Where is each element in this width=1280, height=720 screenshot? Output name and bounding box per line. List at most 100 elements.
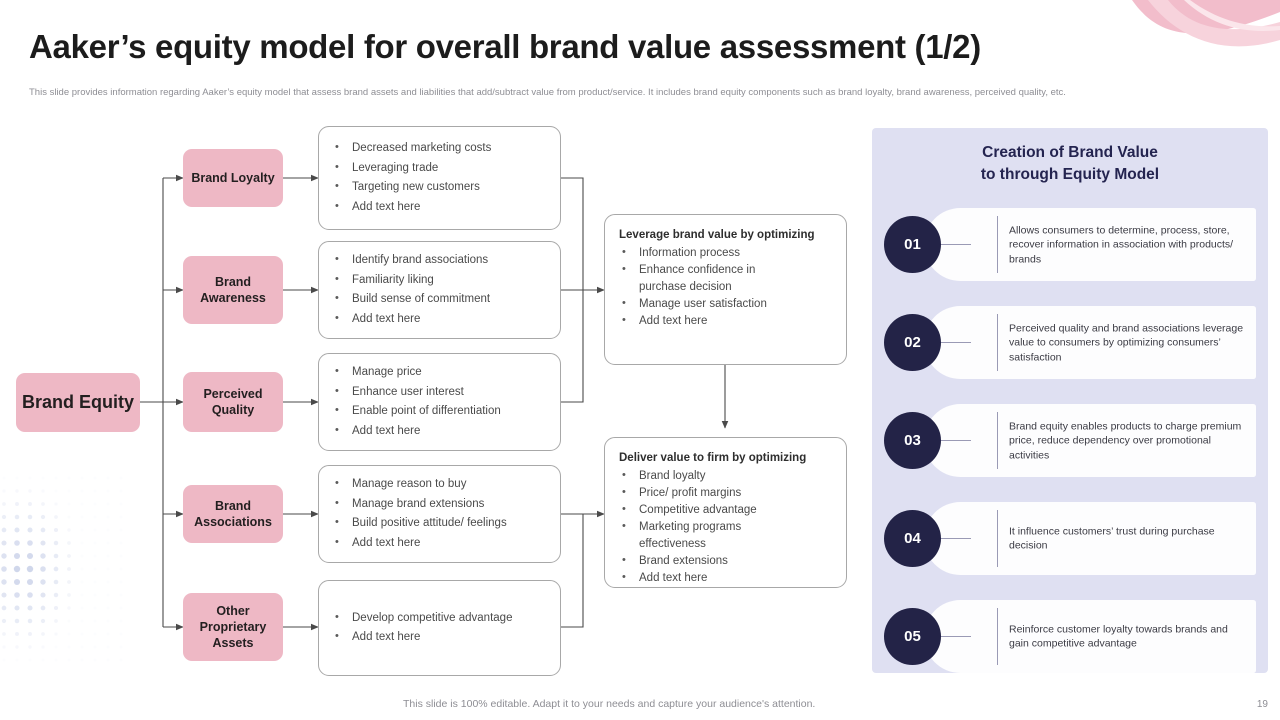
branch-detail-box: Decreased marketing costsLeveraging trad… [318, 126, 561, 230]
branch-detail-list: Decreased marketing costsLeveraging trad… [333, 138, 546, 218]
decorative-dot-grid [0, 470, 130, 685]
branch-pill-brand-loyalty[interactable]: Brand Loyalty [183, 149, 283, 207]
branch-pill-label: Perceived Quality [203, 387, 263, 417]
panel-item-text: Brand equity enables products to charge … [1009, 419, 1242, 461]
panel-item-card: It influence customers’ trust during pur… [924, 502, 1256, 575]
branch-detail-box: Develop competitive advantageAdd text he… [318, 580, 561, 676]
list-item: Manage price [333, 362, 546, 383]
branch-detail-list: Identify brand associationsFamiliarity l… [333, 250, 546, 330]
branch-detail-list: Manage priceEnhance user interestEnable … [333, 362, 546, 442]
branch-detail-box: Manage reason to buyManage brand extensi… [318, 465, 561, 563]
outcome-title: Leverage brand value by optimizing [619, 229, 815, 241]
branch-pill-label: Brand Awareness [200, 275, 266, 305]
list-item: Enhance user interest [333, 382, 546, 403]
panel-item-row[interactable]: Allows consumers to determine, process, … [884, 208, 1256, 281]
list-item-text: Add text here [639, 571, 708, 584]
panel-item-text: Perceived quality and brand associations… [1009, 321, 1244, 363]
list-item-text: Marketing programs [639, 520, 742, 533]
list-item: Manage brand extensions [333, 494, 546, 515]
list-item-text: Brand extensions [639, 554, 728, 567]
list-item-text: Price/ profit margins [639, 486, 742, 499]
panel-item-text: Reinforce customer loyalty towards brand… [1009, 623, 1228, 650]
page-title: Aaker’s equity model for overall brand v… [29, 28, 981, 65]
outcome-box-2: Deliver value to firm by optimizingBrand… [604, 437, 847, 588]
branch-pill-label: Brand Associations [194, 499, 272, 529]
list-item: Manage user satisfaction [619, 295, 832, 313]
outcome-box-1: Leverage brand value by optimizingInform… [604, 214, 847, 365]
list-item: Brand extensions [619, 552, 832, 570]
list-item-text: Enhance confidence in [639, 263, 756, 276]
panel-item-number-badge: 04 [884, 510, 941, 567]
outcome-title: Deliver value to firm by optimizing [619, 452, 807, 464]
panel-item-stem [936, 342, 971, 343]
branch-pill-brand-awareness[interactable]: Brand Awareness [183, 256, 283, 324]
panel-item-card: Allows consumers to determine, process, … [924, 208, 1256, 281]
list-item: Add text here [333, 309, 546, 330]
panel-item-divider [997, 608, 998, 665]
panel-title-line2: to through Equity Model [980, 166, 1160, 183]
list-item: Manage reason to buy [333, 474, 546, 495]
panel-item-number-badge: 05 [884, 608, 941, 665]
decorative-pink-blob [1080, 0, 1280, 72]
list-item-text: Manage user satisfaction [639, 297, 767, 310]
panel-item-number: 04 [904, 530, 921, 547]
panel-item-number-badge: 01 [884, 216, 941, 273]
outcome-list: Brand loyaltyPrice/ profit marginsCompet… [619, 467, 832, 587]
list-item: Enable point of differentiation [333, 401, 546, 422]
panel-item-row[interactable]: Perceived quality and brand associations… [884, 306, 1256, 379]
panel-item-card: Reinforce customer loyalty towards brand… [924, 600, 1256, 673]
panel-item-number: 02 [904, 334, 921, 351]
list-item: Decreased marketing costs [333, 138, 546, 159]
list-item: Add text here [333, 197, 546, 218]
list-item: Build positive attitude/ feelings [333, 513, 546, 534]
panel-item-number: 01 [904, 236, 921, 253]
panel-item-divider [997, 216, 998, 273]
list-item: Brand loyalty [619, 467, 832, 485]
branch-detail-box: Identify brand associationsFamiliarity l… [318, 241, 561, 339]
list-item: Develop competitive advantage [333, 608, 546, 629]
panel-item-divider [997, 510, 998, 567]
branch-detail-list: Manage reason to buyManage brand extensi… [333, 474, 546, 554]
list-item: Add text here [619, 312, 832, 330]
panel-title-line1: Creation of Brand Value [982, 144, 1158, 161]
list-item: Add text here [333, 627, 546, 648]
panel-item-number-badge: 02 [884, 314, 941, 371]
branch-pill-perceived-quality[interactable]: Perceived Quality [183, 372, 283, 432]
list-item: Identify brand associations [333, 250, 546, 271]
list-item: Add text here [333, 533, 546, 554]
footer-note: This slide is 100% editable. Adapt it to… [403, 698, 816, 710]
panel-item-card: Perceived quality and brand associations… [924, 306, 1256, 379]
panel-item-card: Brand equity enables products to charge … [924, 404, 1256, 477]
panel-item-row[interactable]: Reinforce customer loyalty towards brand… [884, 600, 1256, 673]
list-item-text: Brand loyalty [639, 469, 706, 482]
list-item: Add text here [333, 421, 546, 442]
list-item: Enhance confidence in purchase decision [619, 261, 832, 296]
list-item: Leveraging trade [333, 158, 546, 179]
panel-item-stem [936, 244, 971, 245]
panel-item-divider [997, 412, 998, 469]
list-item-continuation: purchase decision [639, 280, 732, 293]
list-item: Price/ profit margins [619, 484, 832, 502]
list-item-text: Competitive advantage [639, 503, 757, 516]
panel-item-number: 03 [904, 432, 921, 449]
list-item: Build sense of commitment [333, 289, 546, 310]
branch-detail-box: Manage priceEnhance user interestEnable … [318, 353, 561, 451]
list-item: Information process [619, 244, 832, 262]
branch-detail-list: Develop competitive advantageAdd text he… [333, 608, 546, 648]
branch-pill-label: Brand Loyalty [191, 171, 275, 185]
list-item: Familiarity liking [333, 270, 546, 291]
panel-item-row[interactable]: It influence customers’ trust during pur… [884, 502, 1256, 575]
creation-of-brand-value-panel: Creation of Brand Value to through Equit… [872, 128, 1268, 673]
panel-item-number: 05 [904, 628, 921, 645]
outcome-list: Information processEnhance confidence in… [619, 244, 832, 330]
branch-pill-brand-associations[interactable]: Brand Associations [183, 485, 283, 543]
list-item: Add text here [619, 569, 832, 587]
panel-item-text: Allows consumers to determine, process, … [1009, 223, 1234, 265]
panel-item-row[interactable]: Brand equity enables products to charge … [884, 404, 1256, 477]
branch-pill-other-proprietary-assets[interactable]: Other Proprietary Assets [183, 593, 283, 661]
panel-item-number-badge: 03 [884, 412, 941, 469]
panel-title: Creation of Brand Value to through Equit… [872, 142, 1268, 186]
page-subtitle: This slide provides information regardin… [29, 87, 1066, 98]
brand-equity-root-box[interactable]: Brand Equity [16, 373, 140, 432]
